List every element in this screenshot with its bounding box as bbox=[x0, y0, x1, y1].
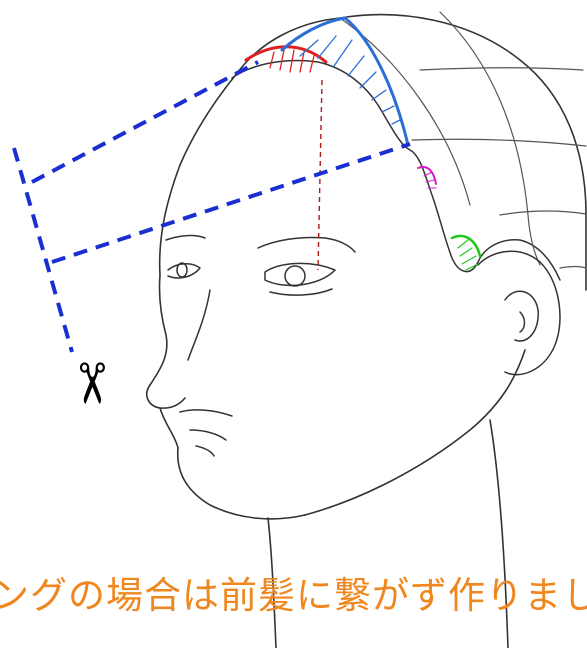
mouth bbox=[179, 409, 233, 417]
left-eye bbox=[167, 263, 201, 279]
guide-line-lower bbox=[51, 142, 411, 264]
right-eye bbox=[264, 262, 336, 287]
ear bbox=[477, 250, 561, 376]
guide-line-upper bbox=[31, 60, 259, 184]
right-eyebrow bbox=[257, 236, 356, 253]
face-features bbox=[165, 234, 356, 457]
left-eyebrow bbox=[165, 234, 206, 241]
green-section bbox=[450, 234, 482, 271]
center-part-line bbox=[317, 79, 323, 271]
scissors-icon: ✂ bbox=[58, 360, 123, 407]
blue-section bbox=[280, 16, 410, 147]
hairline-contour bbox=[231, 59, 561, 281]
magenta-section bbox=[417, 166, 437, 189]
head-grid-lines bbox=[339, 11, 587, 269]
caption-text: ングの場合は前髪に繋がず作りまし bbox=[0, 574, 587, 617]
guide-line-vertical bbox=[12, 147, 74, 353]
cutting-guide-lines bbox=[12, 60, 411, 353]
